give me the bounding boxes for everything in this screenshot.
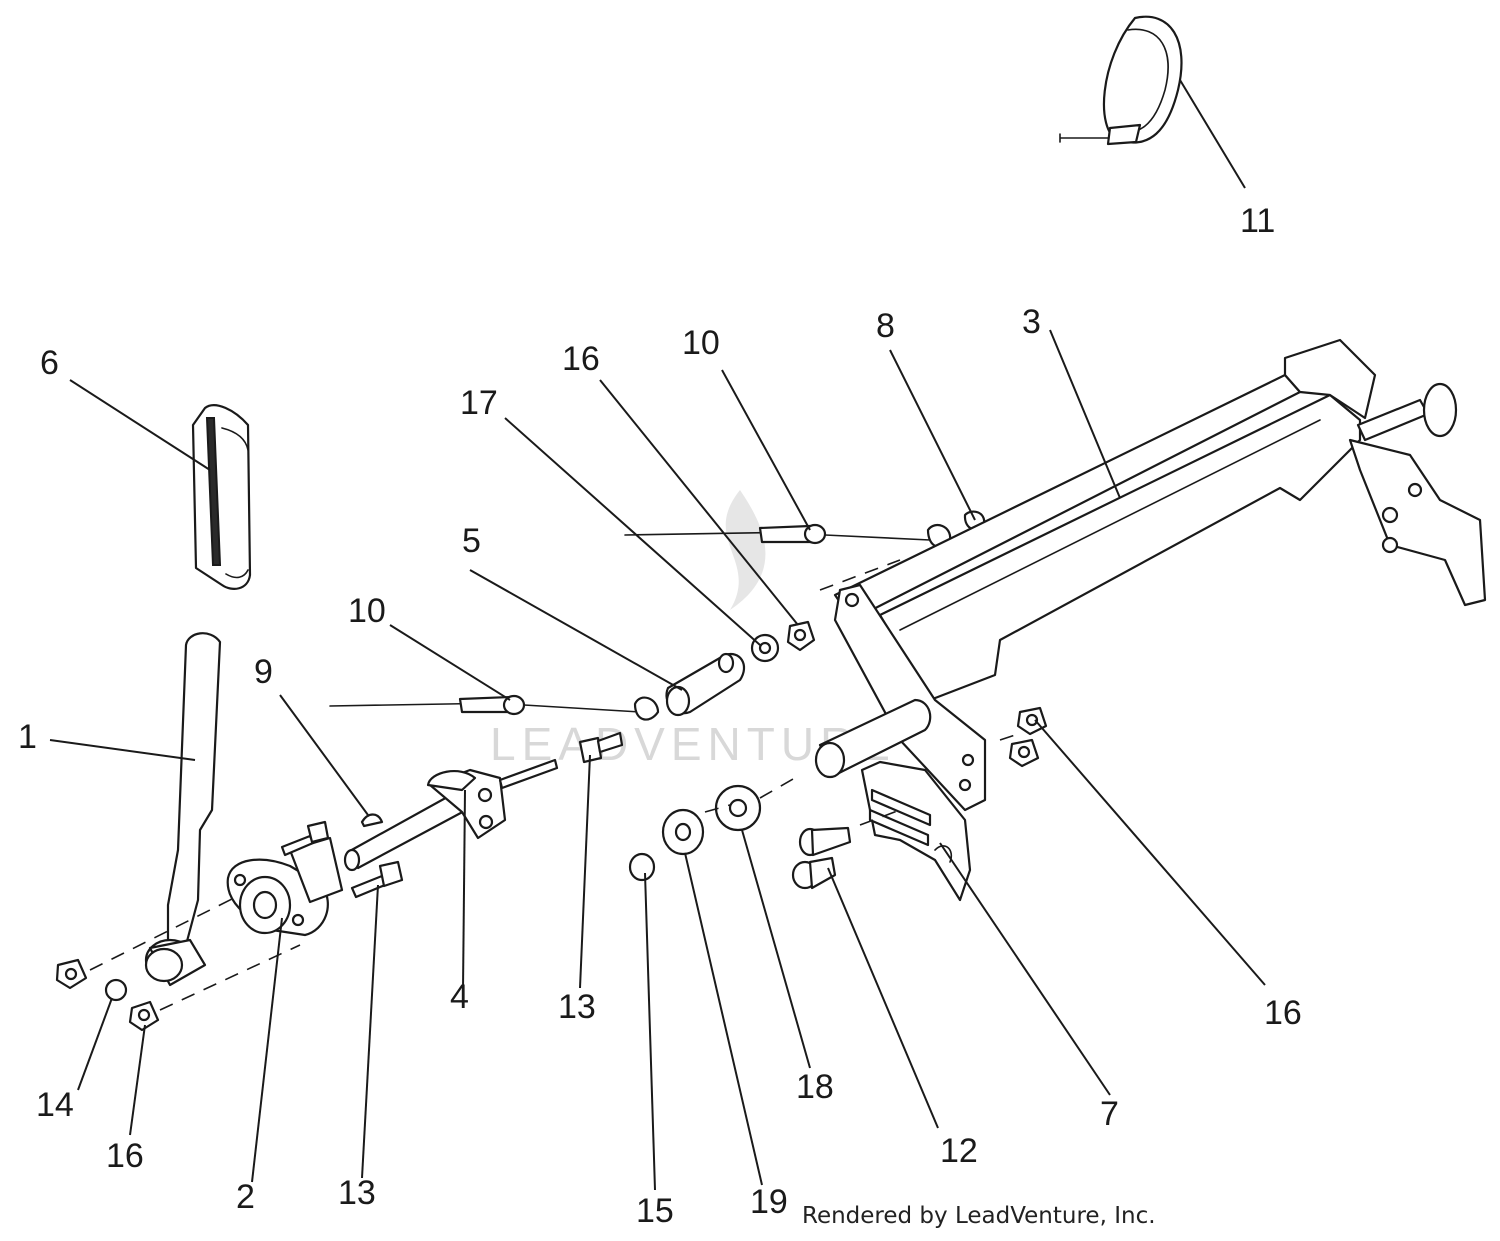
callout-1: 1 — [18, 718, 37, 756]
part-4-cross-shaft[interactable] — [343, 758, 559, 872]
callouts: 1 2 3 4 5 6 7 8 9 10 10 11 12 13 13 14 1… — [18, 202, 1302, 1230]
callout-9: 9 — [254, 653, 273, 691]
part-12-pin[interactable] — [791, 826, 852, 890]
callout-18: 18 — [796, 1068, 834, 1106]
callout-19: 19 — [750, 1183, 788, 1221]
part-tube-pivot[interactable] — [814, 698, 932, 779]
part-1-pedal-lever[interactable] — [144, 632, 222, 987]
callout-6: 6 — [40, 344, 59, 382]
callout-15: 15 — [636, 1192, 674, 1230]
leader-lines — [49, 79, 1266, 1191]
part-5-tube[interactable] — [665, 652, 746, 717]
part-16-nut-lower-left[interactable] — [55, 958, 160, 1032]
callout-17: 17 — [460, 384, 498, 422]
callout-11: 11 — [1240, 202, 1275, 240]
callout-10-lower: 10 — [348, 592, 386, 630]
part-6-pedal-pad[interactable] — [191, 404, 252, 590]
part-19-washer[interactable] — [661, 808, 705, 856]
callout-10-upper: 10 — [682, 324, 720, 362]
part-13-bolt-middle[interactable] — [578, 731, 624, 764]
part-9-key[interactable] — [360, 813, 384, 828]
callout-16-lower-left: 16 — [106, 1137, 144, 1175]
callout-3: 3 — [1022, 303, 1041, 341]
part-15-retaining-ring[interactable] — [628, 852, 656, 882]
part-10-cable-upper[interactable] — [624, 523, 952, 548]
watermark: LEADVENTURE — [490, 490, 890, 770]
callout-13-middle: 13 — [558, 988, 596, 1026]
part-13-bolt[interactable] — [280, 820, 404, 899]
render-credit: Rendered by LeadVenture, Inc. — [802, 1203, 1156, 1229]
part-16-nut-upper[interactable] — [786, 620, 816, 652]
callout-13-lower: 13 — [338, 1174, 376, 1212]
callout-16-upper: 16 — [562, 340, 600, 378]
part-2-pivot-bracket[interactable] — [226, 836, 344, 937]
callout-14: 14 — [36, 1086, 74, 1124]
callout-7: 7 — [1100, 1095, 1119, 1133]
callout-16-right: 16 — [1264, 994, 1302, 1032]
callout-12: 12 — [940, 1132, 978, 1170]
callout-8: 8 — [876, 307, 895, 345]
part-11-cable-tie[interactable] — [1059, 15, 1183, 146]
callout-2: 2 — [236, 1178, 255, 1216]
part-16-nut-right[interactable] — [1008, 706, 1048, 768]
part-10-cable-lower[interactable] — [329, 694, 660, 721]
part-17-washer[interactable] — [750, 633, 780, 663]
part-14-ring[interactable] — [104, 978, 128, 1002]
callout-5: 5 — [462, 522, 481, 560]
part-18-washer[interactable] — [714, 784, 762, 832]
part-3-frame[interactable] — [833, 338, 1487, 812]
callout-4: 4 — [450, 978, 469, 1016]
part-7-latch[interactable] — [860, 760, 972, 902]
assembly-lines — [89, 559, 1016, 1011]
